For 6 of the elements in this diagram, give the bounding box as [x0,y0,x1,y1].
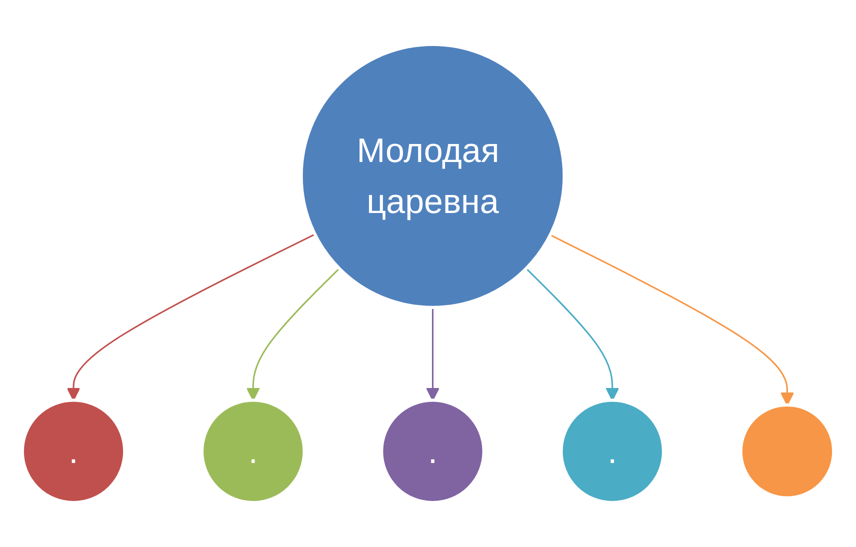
arrow [526,268,620,401]
arrow [66,234,316,401]
arrow [550,234,794,406]
arrow [426,307,440,401]
arrow [246,268,340,401]
node-circle [739,403,836,500]
